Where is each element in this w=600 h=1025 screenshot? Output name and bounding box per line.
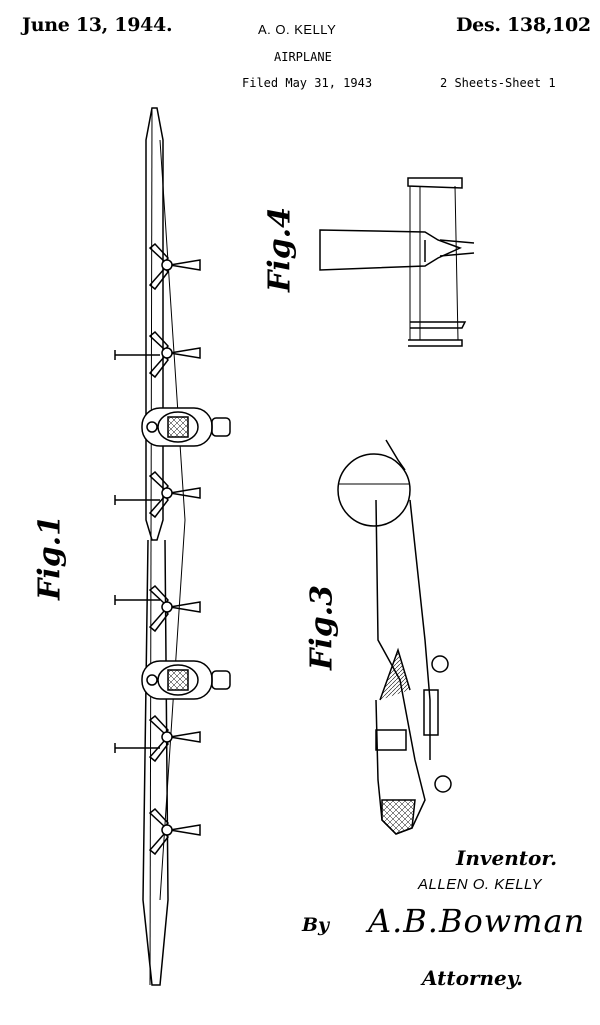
fig4-label: Fig.4 — [262, 207, 298, 292]
fig1-label: Fig.1 — [32, 515, 68, 600]
fig3-label: Fig.3 — [304, 585, 340, 670]
fig3-view — [337, 439, 452, 835]
filed-date: Filed May 31, 1943 — [242, 76, 373, 90]
inventor-label: Inventor. — [456, 846, 558, 870]
patent-title: AIRPLANE — [274, 50, 332, 64]
fig4-view — [319, 177, 475, 347]
attorney-label: Attorney. — [422, 966, 524, 990]
by-label: By — [302, 914, 330, 936]
patent-date: June 13, 1944. — [22, 14, 173, 36]
fig1-plan-view — [114, 107, 231, 986]
sheet-count: 2 Sheets-Sheet 1 — [440, 76, 556, 90]
attorney-signature: A.B.Bowman — [368, 902, 586, 940]
inventor-short-name: A. O. KELLY — [258, 22, 337, 37]
patent-number: Des. 138,102 — [456, 14, 591, 36]
inventor-name: ALLEN O. KELLY — [418, 876, 543, 893]
